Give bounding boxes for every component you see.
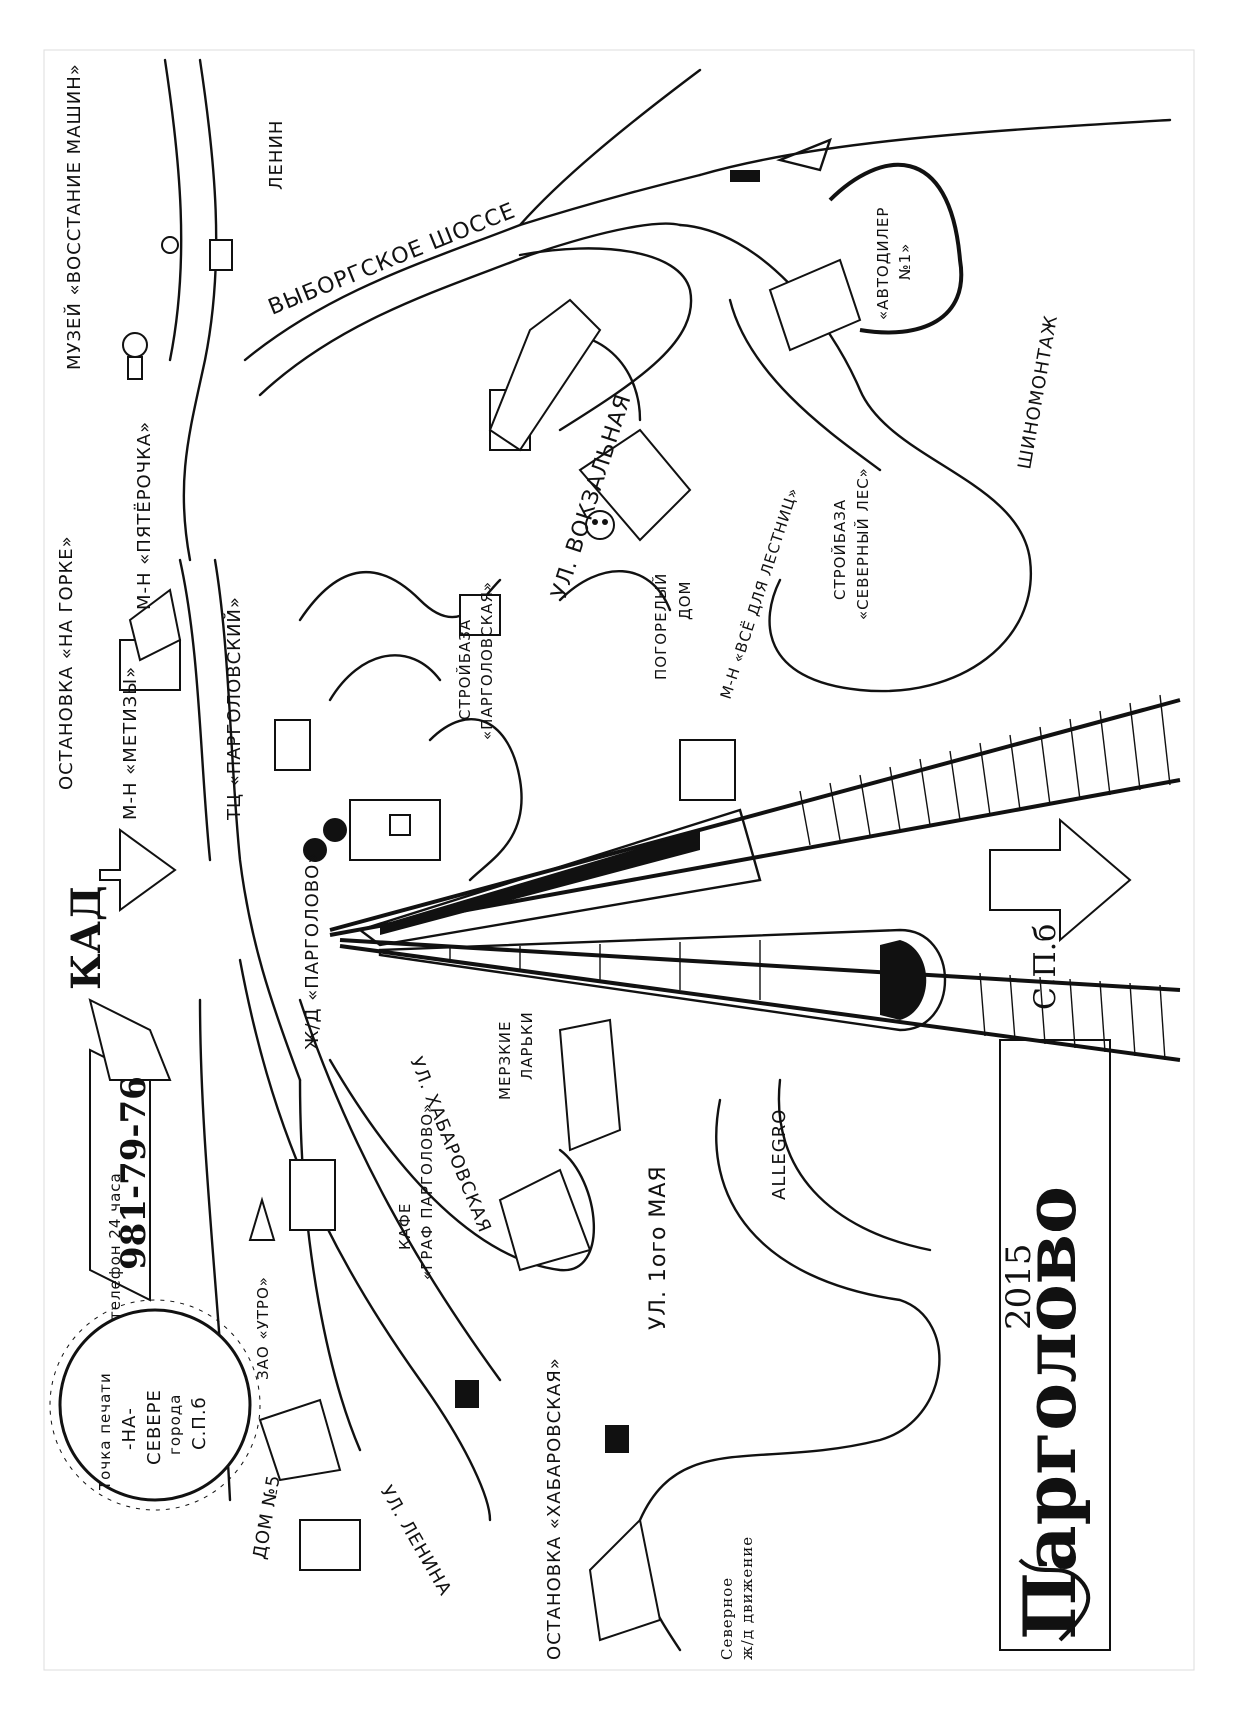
place-severnoe-2: ж/д движение: [738, 1536, 756, 1660]
stroibaza-pargolovskaya-building: [459, 594, 501, 636]
place-tc-pargolovsky: ТЦ «ПАРГОЛОВСКИЙ»: [223, 596, 245, 821]
map-year: 2015: [999, 1243, 1039, 1330]
place-ostanovka-na-gorke: ОСТАНОВКА «НА ГОРКЕ»: [56, 535, 77, 790]
houses-bottom-left-2: [299, 1519, 361, 1571]
kad-label: КАД: [63, 885, 110, 990]
place-pyaterochka: М-Н «ПЯТЁРОЧКА»: [134, 421, 155, 610]
street-lenina: УЛ. ЛЕНИНА: [376, 1482, 456, 1600]
place-pogorelyi-1: ПОГОРЕЛЫЙ: [651, 573, 670, 680]
museum-robot-icon: [122, 332, 148, 380]
place-stroibaza-pargolovskaya-2: «ПАРГОЛОВСКАЯ»: [478, 581, 496, 740]
compass-spb-label: С.П.б: [1028, 924, 1063, 1010]
bus-stop-sign-2: [605, 1425, 629, 1453]
place-allegro: ALLEGRO: [769, 1109, 790, 1200]
avtodiler-building: [768, 258, 862, 352]
badge-line1: Точка печати: [96, 1372, 114, 1491]
spb-arrow-icon: [989, 817, 1132, 943]
place-vse-dlya-lestnits: М-Н «ВСЁ ДЛЯ ЛЕСТНИЦ»: [716, 485, 803, 702]
place-stroibaza-severnyi-2: «СЕВЕРНЫЙ ЛЕС»: [853, 467, 872, 620]
skull-icon: [585, 510, 615, 540]
place-muzei: МУЗЕЙ «ВОССТАНИЕ МАШИН»: [63, 63, 85, 370]
place-zao-utro: ЗАО «УТРО»: [254, 1276, 272, 1380]
title-frame: [999, 1039, 1111, 1651]
merzkie-stalls: [558, 1018, 622, 1152]
pogorelyi-dom-building: [578, 428, 692, 542]
badge-line5: С.П.б: [189, 1396, 210, 1450]
badge-line4: города: [166, 1394, 184, 1455]
paper-border: [43, 49, 1195, 1671]
street-vyborgskoe: ВЫБОРГСКОЕ ШОССЕ: [265, 198, 519, 320]
street-pervogo-maya: УЛ. 1ого МАЯ: [646, 1165, 671, 1330]
booth: [679, 739, 736, 801]
church: [303, 799, 441, 862]
place-avtodiler-2: №1»: [896, 243, 914, 280]
place-merzkie-1: МЕРЗКИЕ: [496, 1021, 514, 1100]
place-avtodiler-1: «АВТОДИЛЕР: [874, 207, 892, 320]
place-metizy: М-Н «МЕТИЗЫ»: [120, 666, 141, 820]
phone-label: телефон 24 часа: [106, 1172, 124, 1320]
kafe-building: [498, 1168, 592, 1272]
zao-utro-tower: [248, 1196, 276, 1241]
badge-line2: -НА-: [119, 1407, 140, 1450]
badge-line3: СЕВЕРЕ: [144, 1389, 165, 1465]
place-ostanovka-khabarovskaya: ОСТАНОВКА «ХАБАРОВСКАЯ»: [544, 1357, 565, 1660]
place-merzkie-2: ЛАРЬКИ: [518, 1011, 536, 1080]
map-title: Парголово: [1007, 1186, 1092, 1640]
phone-number: 981-79-76: [114, 1076, 154, 1270]
place-stroibaza-pargolovskaya-1: СТРОЙБАЗА: [455, 619, 474, 720]
place-lenin: ЛЕНИН: [266, 120, 287, 190]
ribbon-flag: [88, 998, 172, 1081]
zao-utro-building: [289, 1159, 336, 1231]
place-kafe-1: КАФЕ: [396, 1203, 414, 1250]
lenin-statue-icon: [161, 236, 233, 271]
roads: [163, 58, 1172, 1652]
house-number: ДОМ №5: [249, 1473, 285, 1561]
place-severnoe-1: Северное: [718, 1577, 736, 1660]
kad-arrow-icon: [99, 828, 177, 912]
bus-stop-sign-1: [455, 1380, 479, 1408]
print-shop-badge: [49, 1299, 261, 1511]
place-stroibaza-severnyi-1: СТРОЙБАЗА: [830, 499, 849, 600]
avtodiler-road: [828, 162, 964, 335]
place-shinomontazh: ШИНОМОНТАЖ: [1014, 313, 1062, 471]
train: [378, 928, 947, 1032]
traffic-light-icon: [730, 137, 832, 182]
tc-building: [274, 719, 311, 771]
place-kafe-2: «ГРАФ ПАРГОЛОВО»: [418, 1103, 436, 1280]
place-pogorelyi-2: ДОМ: [676, 581, 694, 620]
rope-icon: [1018, 1558, 1091, 1642]
place-zd-pargolovo: Ж/Д «ПАРГОЛОВО»: [302, 852, 323, 1050]
severnoe-rail-building: [588, 1517, 662, 1642]
houses-bottom-left: [258, 1398, 342, 1482]
railway: [329, 694, 1181, 1062]
pyaterochka-shop: [128, 588, 182, 662]
buildings: [119, 137, 964, 1642]
row-building: [488, 298, 602, 452]
